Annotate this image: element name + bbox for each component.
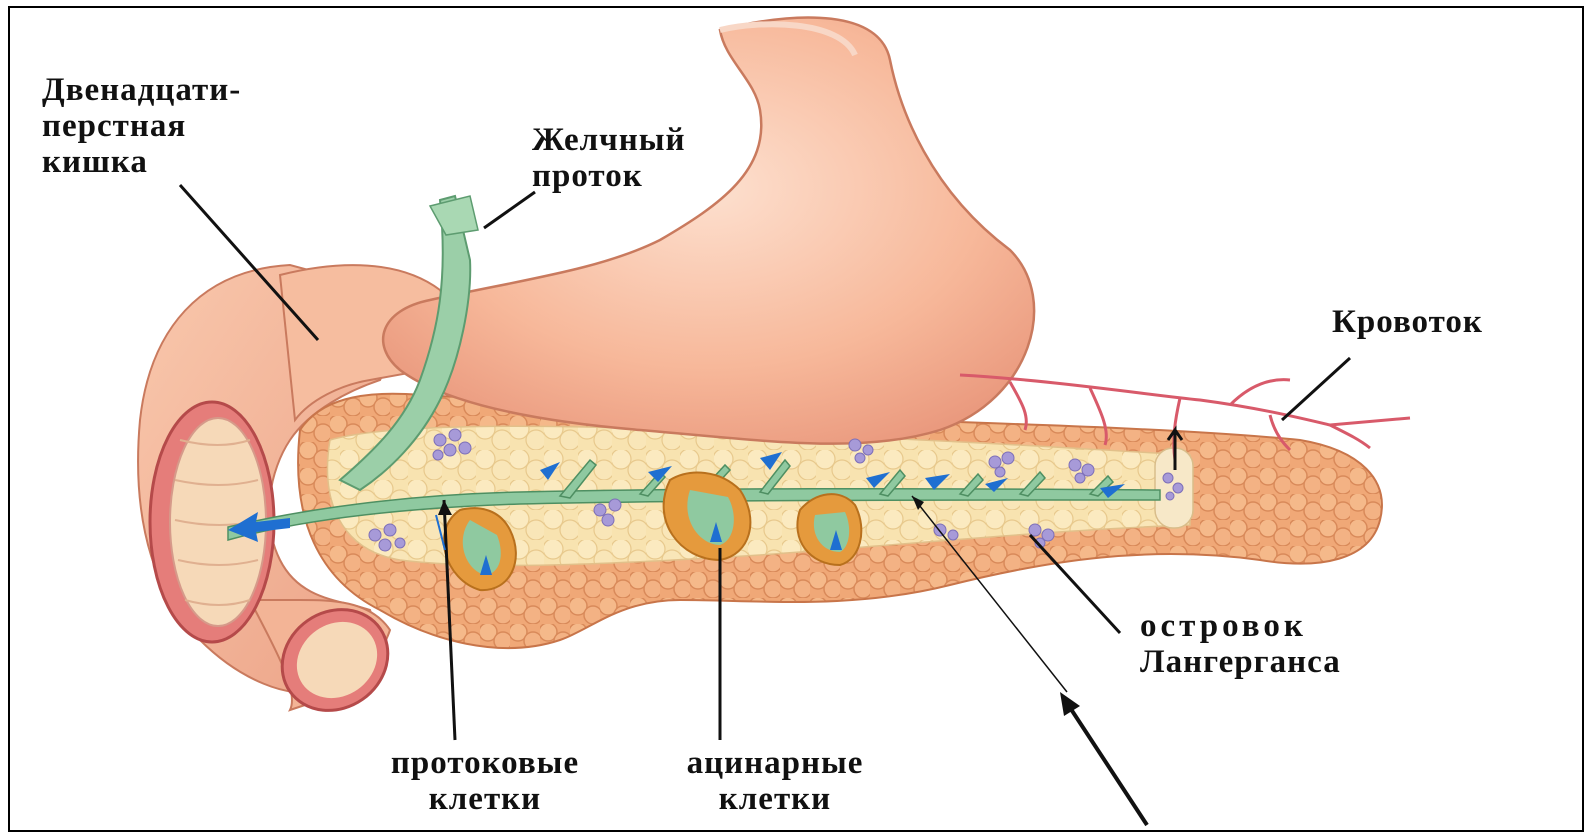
blood-flow-label: Кровоток [1332, 304, 1483, 340]
pointer-arrow [1065, 700, 1147, 825]
stomach-shape [383, 18, 1034, 444]
